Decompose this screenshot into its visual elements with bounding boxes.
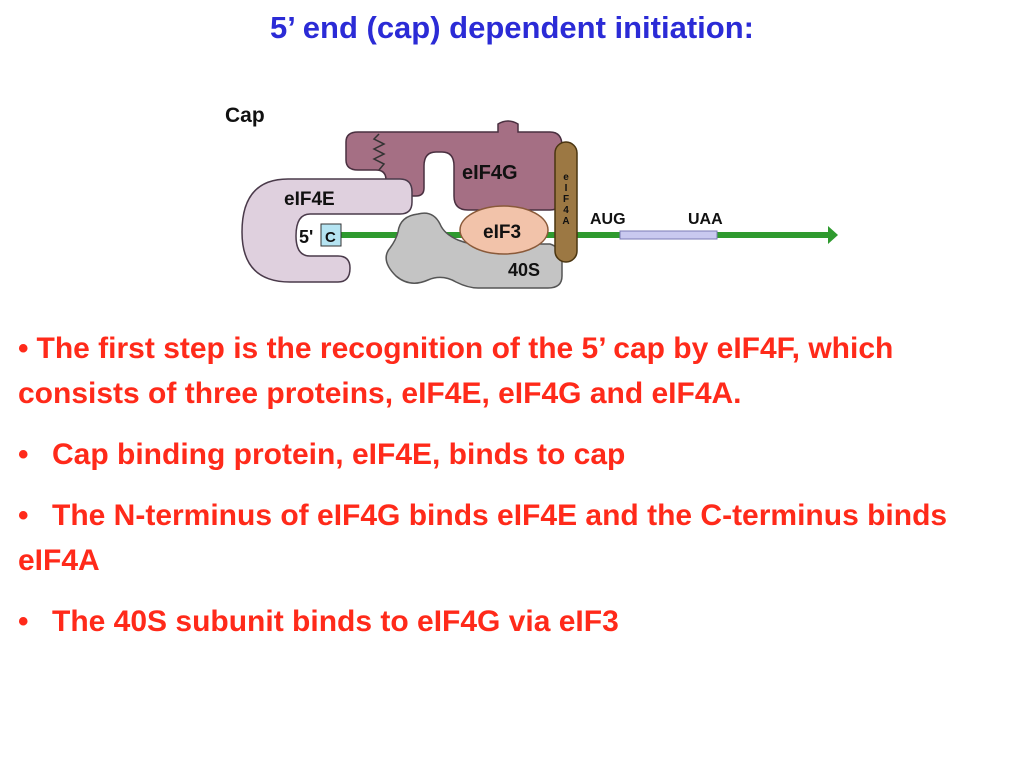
bullet-item: • Cap binding protein, eIF4E, binds to ca… <box>18 432 1013 477</box>
eif4e-label: eIF4E <box>284 189 335 210</box>
cap-label: Cap <box>225 104 265 127</box>
eif4a-letter: 4 <box>563 205 569 216</box>
eif4a-letter: e <box>563 172 569 183</box>
aug-label: AUG <box>590 211 626 228</box>
uaa-label: UAA <box>688 211 723 228</box>
bullet-mark: • <box>18 605 29 638</box>
eif3-label: eIF3 <box>483 222 521 243</box>
mrna-strand <box>330 232 830 238</box>
bullet-item: •The first step is the recognition of th… <box>18 326 1013 416</box>
bullet-text: The 40S subunit binds to eIF4G via eIF3 <box>52 605 619 638</box>
cap-box-label: C <box>325 229 336 246</box>
bullet-item: • The 40S subunit binds to eIF4G via eIF3 <box>18 599 1013 644</box>
subunit-40s-label: 40S <box>508 260 540 280</box>
bullet-text: The N-terminus of eIF4G binds eIF4E and … <box>18 499 948 577</box>
eif4a-protein <box>554 141 578 263</box>
bullet-text: The first step is the recognition of the… <box>18 332 894 410</box>
eif4a-letter: F <box>563 194 569 205</box>
eif4a-letter: I <box>565 183 568 194</box>
translation-initiation-diagram: Cap eIF4G eIF4E eIF3 40S 5' C AUG UAA e … <box>178 84 890 316</box>
bullet-list: •The first step is the recognition of th… <box>18 326 1013 660</box>
slide-title: 5’ end (cap) dependent initiation: <box>270 10 754 45</box>
subunit-40s <box>385 212 563 289</box>
eif4a-letter: A <box>562 216 569 227</box>
bullet-mark: • <box>18 499 29 532</box>
eif3-protein <box>459 205 549 255</box>
mrna-arrowhead <box>828 226 838 244</box>
eif4g-label: eIF4G <box>462 162 518 184</box>
bullet-item: •The N-terminus of eIF4G binds eIF4E and… <box>18 493 1013 583</box>
bullet-text: Cap binding protein, eIF4E, binds to cap <box>52 438 626 471</box>
bullet-mark: • <box>18 332 29 365</box>
eif4e-protein <box>241 178 413 283</box>
cap-box <box>320 223 342 247</box>
diagram-svg: Cap eIF4G eIF4E eIF3 40S 5' C AUG UAA e … <box>225 104 838 289</box>
cap-tether <box>372 133 386 171</box>
eif4a-label: e I F 4 A <box>562 172 569 227</box>
coding-region <box>619 230 718 240</box>
five-prime-label: 5' <box>299 227 313 247</box>
bullet-mark: • <box>18 438 29 471</box>
